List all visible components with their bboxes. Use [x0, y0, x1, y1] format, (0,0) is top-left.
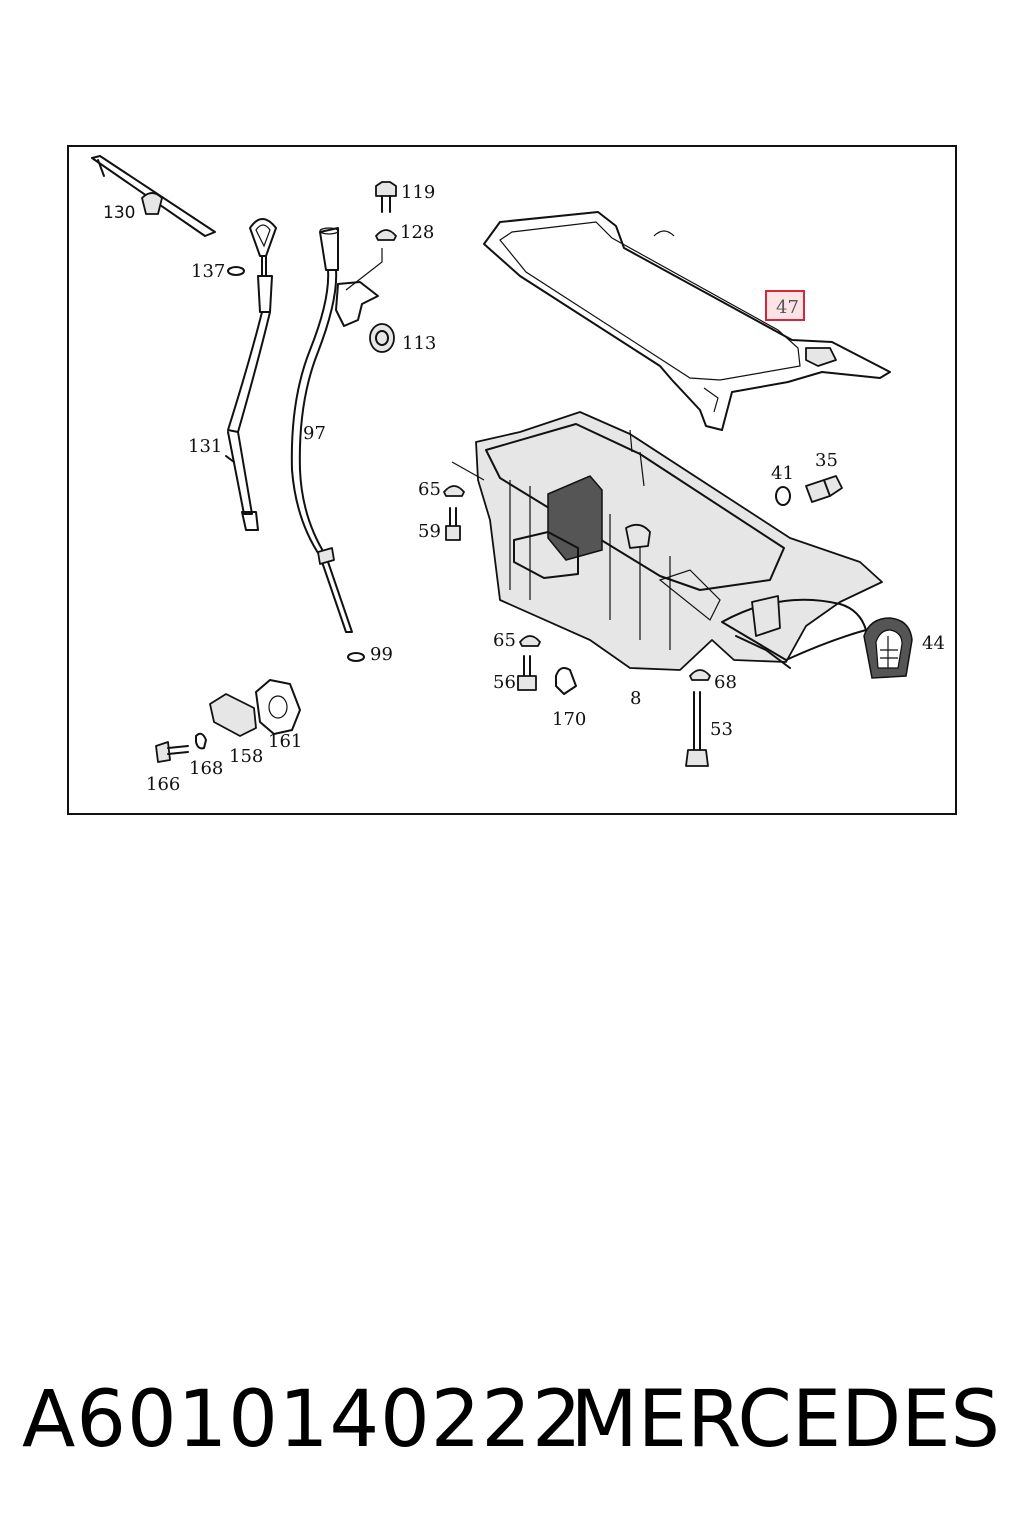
label-137: 137 [191, 261, 225, 282]
part-119-bolt [375, 181, 397, 213]
leader-lines [451, 429, 645, 487]
part-59-bolt [445, 507, 461, 541]
label-113: 113 [402, 333, 436, 354]
label-128: 128 [400, 222, 434, 243]
part-130-guide [91, 155, 216, 237]
part-128-clip [375, 229, 397, 241]
label-56: 56 [493, 672, 516, 693]
part-44-mount [863, 617, 913, 679]
label-99: 99 [370, 644, 393, 665]
label-65-lower: 65 [493, 630, 516, 651]
brand-name: MERCEDES [570, 1375, 1001, 1465]
label-59: 59 [418, 521, 441, 542]
label-68: 68 [714, 672, 737, 693]
label-8: 8 [630, 688, 641, 709]
label-158: 158 [229, 746, 263, 767]
label-65-upper: 65 [418, 479, 441, 500]
parts-diagram: 130 137 119 128 113 131 97 47 41 35 65 5… [67, 145, 957, 815]
part-47-gasket [483, 211, 891, 431]
part-170-clamp [555, 667, 577, 695]
part-47-highlight [765, 290, 805, 321]
label-166: 166 [146, 774, 180, 795]
part-65-clip-upper [443, 485, 465, 497]
footer: A6010140222 MERCEDES [0, 1370, 1024, 1470]
part-158-cover [209, 693, 257, 737]
label-53: 53 [710, 719, 733, 740]
label-170: 170 [552, 709, 586, 730]
label-44: 44 [922, 633, 945, 654]
part-99-ring [347, 652, 365, 662]
part-68-clip [689, 669, 711, 681]
label-130: 130 [103, 203, 135, 223]
part-166-bolt [155, 741, 189, 763]
part-131-dipstick [225, 218, 277, 531]
label-131: 131 [188, 436, 222, 457]
label-119: 119 [401, 182, 435, 203]
part-137-ring [227, 266, 245, 276]
label-97: 97 [303, 423, 326, 444]
label-161: 161 [268, 731, 302, 752]
part-35-drain-plug [805, 475, 843, 503]
part-113-grommet [369, 323, 395, 353]
part-161-flange-gasket [255, 679, 301, 735]
diagram-frame [67, 145, 957, 815]
label-47: 47 [776, 297, 799, 318]
part-41-washer [775, 486, 791, 506]
part-number: A6010140222 [22, 1375, 583, 1465]
part-53-bolt [685, 691, 709, 767]
label-35: 35 [815, 450, 838, 471]
part-56-bolt [517, 655, 537, 691]
label-168: 168 [189, 758, 223, 779]
part-168-washer [195, 732, 207, 750]
part-65-clip-lower [519, 635, 541, 647]
label-41: 41 [771, 463, 794, 484]
part-97-tube [290, 227, 383, 633]
